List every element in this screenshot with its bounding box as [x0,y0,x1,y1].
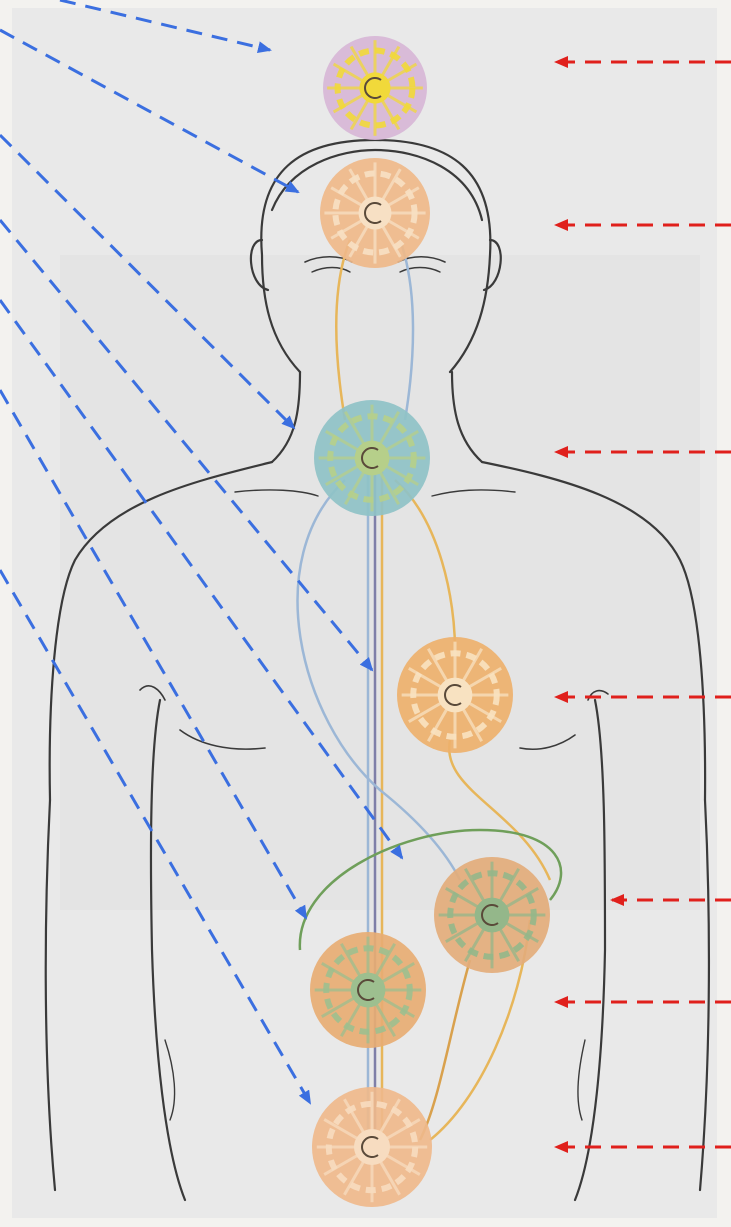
sacral-chakra-disc [310,932,426,1048]
third-eye-disc-core [359,197,392,230]
throat-chakra-disc [314,400,430,516]
sacral-disc-core [351,973,386,1008]
solar-plexus-disc-core [475,898,510,933]
root-chakra-disc [312,1087,432,1207]
solar-plexus-chakra-disc [434,857,550,973]
throat-disc-core [355,441,390,476]
heart-disc-core [438,678,473,713]
third-eye-chakra-disc [320,158,430,268]
crown-chakra-disc [323,36,427,140]
root-disc-core [354,1129,390,1165]
heart-chakra-disc [397,637,513,753]
